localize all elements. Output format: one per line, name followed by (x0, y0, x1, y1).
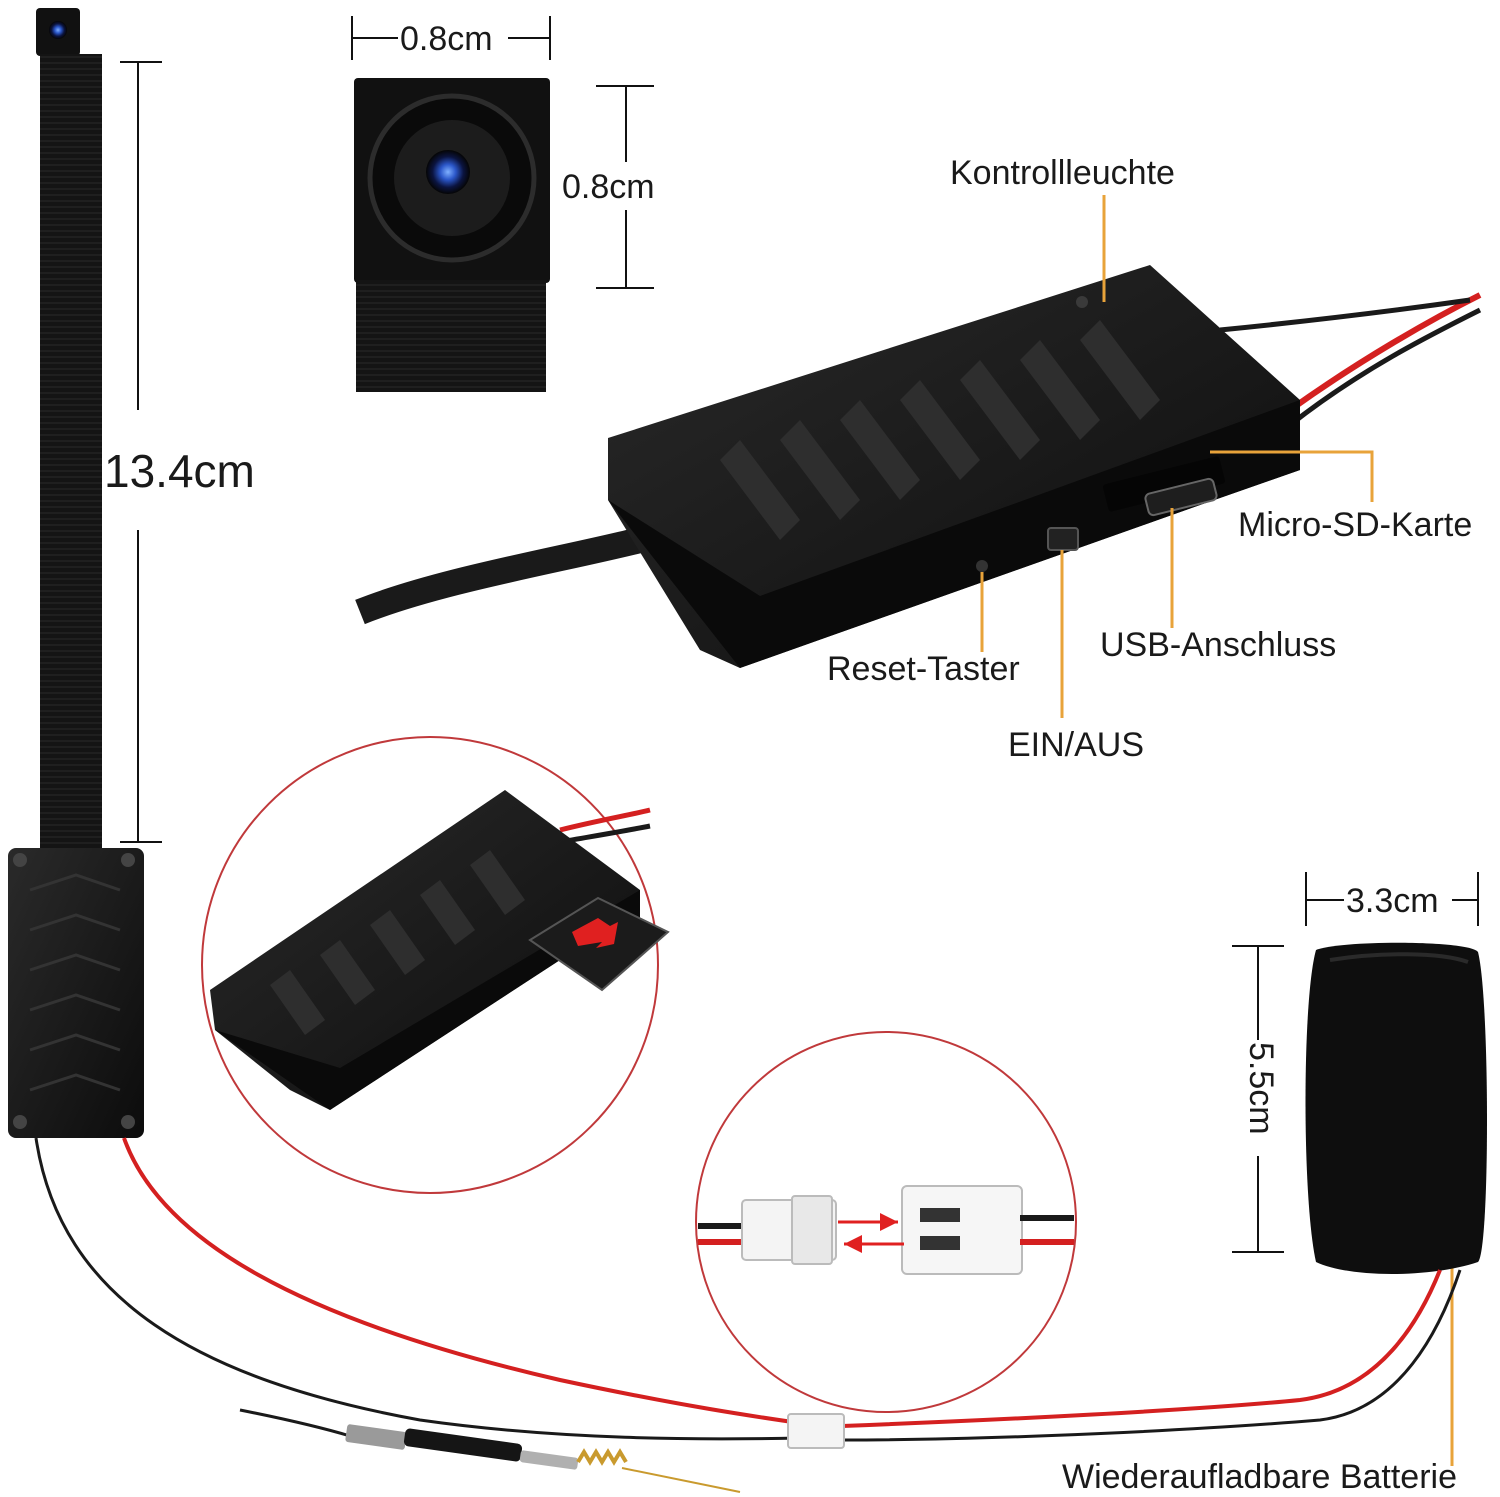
battery-width-label: 3.3cm (1346, 882, 1439, 920)
power-switch-label: EIN/AUS (1008, 726, 1145, 764)
antenna (239, 1408, 741, 1493)
reset-button-label: Reset-Taster (827, 650, 1020, 688)
lens-dimension-lines (351, 16, 654, 289)
sd-insertion-zoom (201, 736, 670, 1194)
battery-dimension-lines (1232, 872, 1479, 1253)
cable-length-label: 13.4cm (104, 445, 255, 497)
ribbon-camera (8, 8, 144, 1138)
indicator-light-label: Kontrollleuchte (950, 154, 1175, 192)
battery-connector (787, 1413, 845, 1449)
micro-sd-label: Micro-SD-Karte (1238, 506, 1473, 544)
lens-height-label: 0.8cm (562, 168, 655, 206)
insert-arrow-icon (572, 918, 618, 948)
battery-label: Wiederaufladbare Batterie (1062, 1458, 1458, 1496)
micro-sd-card (528, 896, 670, 992)
cable-length-dimension (120, 61, 162, 843)
wires (34, 1137, 1462, 1449)
connector-zoom (695, 1031, 1077, 1413)
main-module (355, 265, 1482, 668)
lens-closeup (354, 78, 550, 392)
usb-port-label: USB-Anschluss (1100, 626, 1337, 664)
battery (1305, 942, 1487, 1274)
callout-lines (980, 195, 1454, 1466)
lens-width-label: 0.8cm (400, 20, 493, 58)
left-board (8, 848, 144, 1138)
battery-height-label: 5.5cm (1242, 1042, 1280, 1135)
